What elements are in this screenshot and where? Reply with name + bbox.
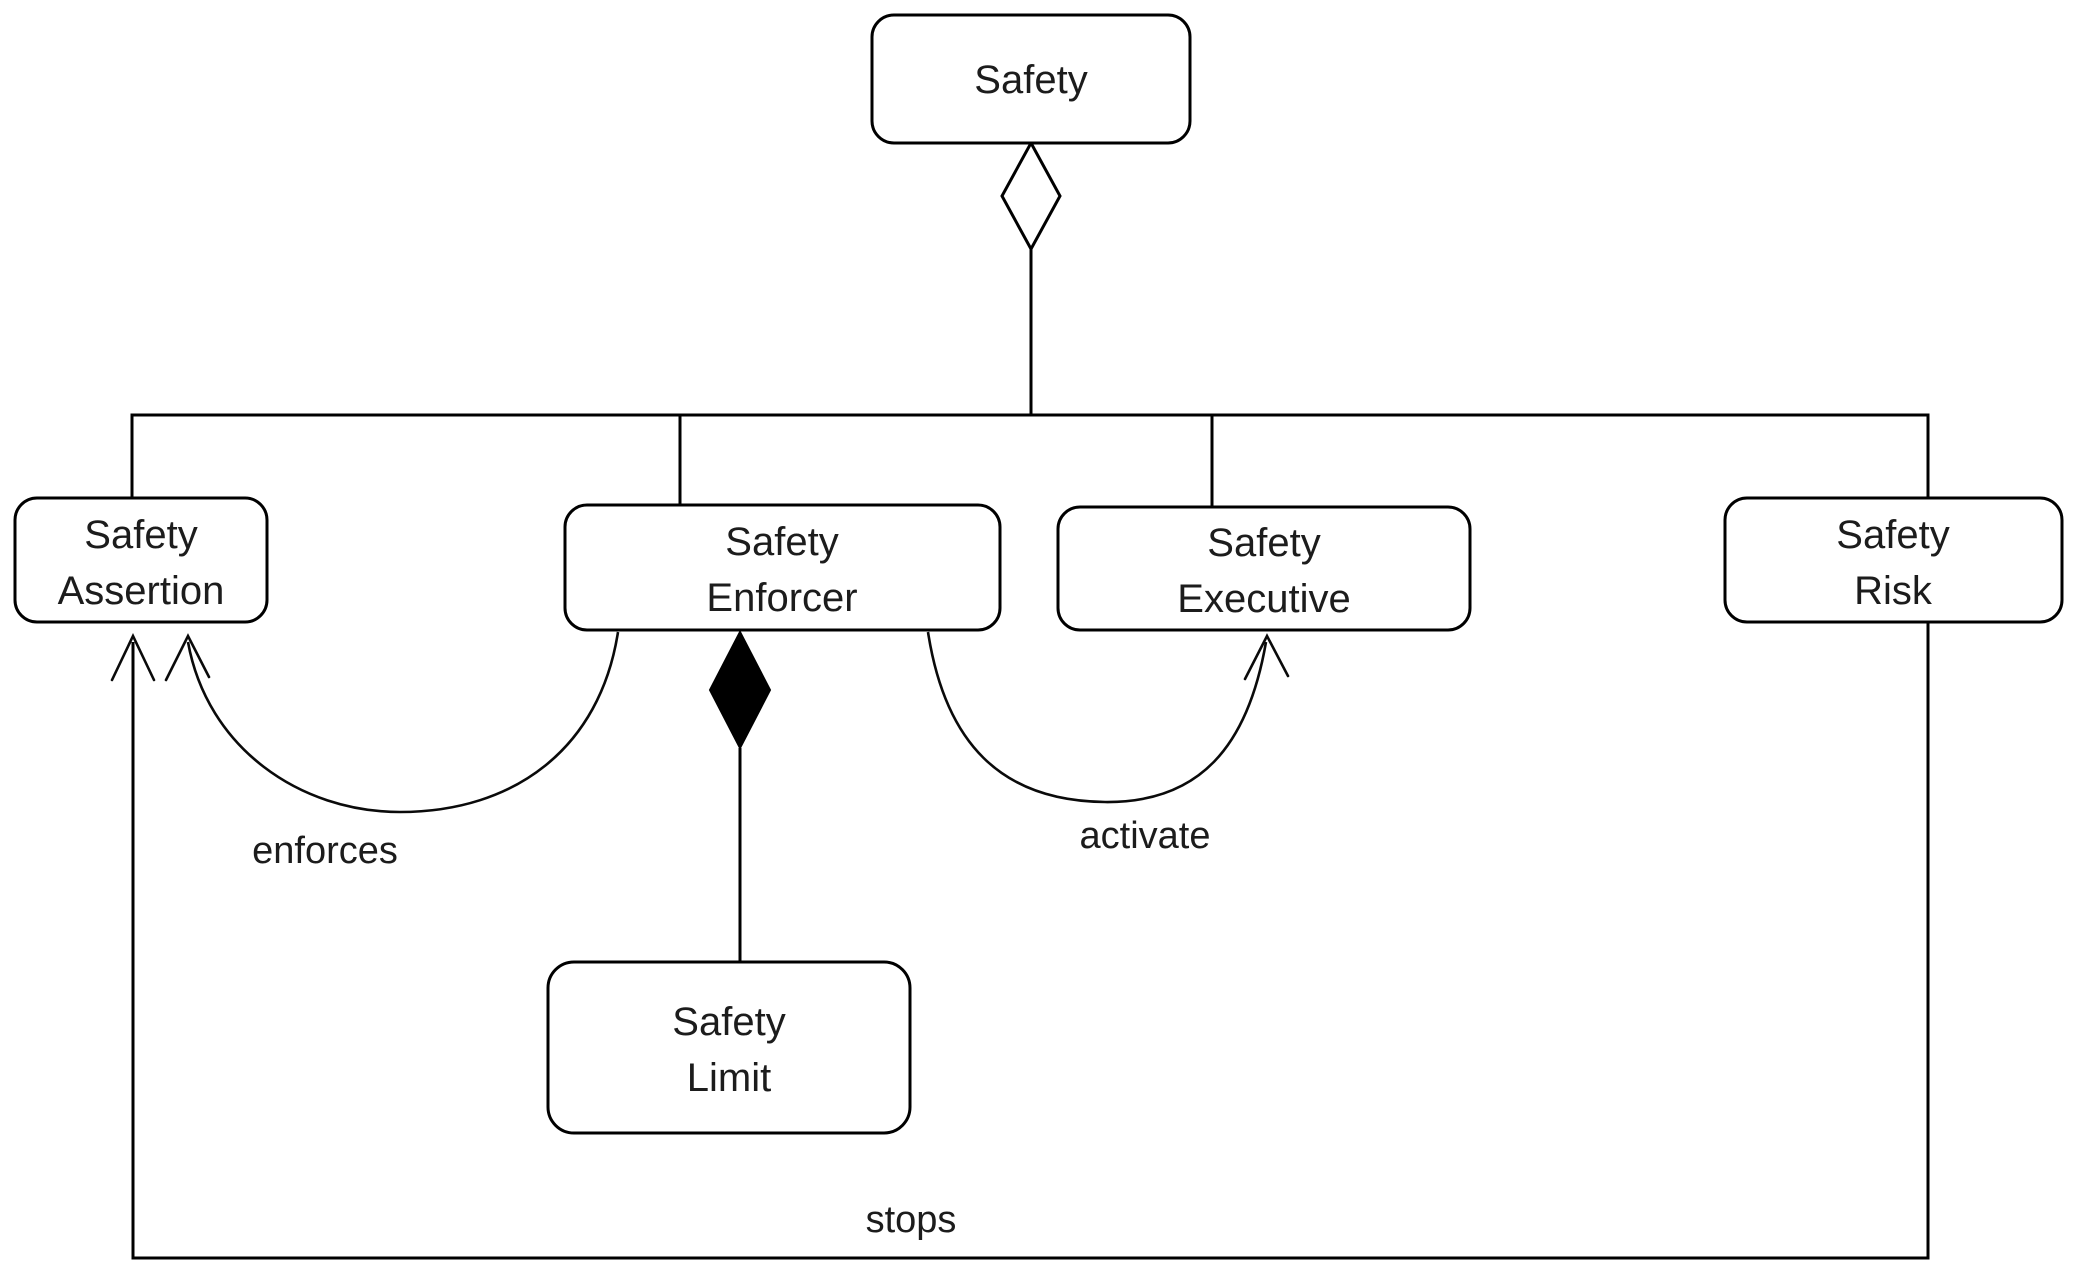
safety-executive-label-line1: Safety bbox=[1207, 521, 1320, 565]
aggregation-diamond-icon bbox=[1000, 139, 1062, 253]
safety-assertion-label-line1: Safety bbox=[84, 513, 197, 557]
enforces-label: enforces bbox=[252, 830, 398, 872]
activate-connector-curve bbox=[926, 631, 1268, 804]
safety-risk-box bbox=[1723, 496, 2064, 624]
safety-label: Safety bbox=[974, 58, 1087, 102]
stops-connector bbox=[110, 622, 1930, 1260]
safety-enforcer-label-line1: Safety bbox=[725, 520, 838, 564]
composition-connector bbox=[708, 629, 772, 962]
safety-limit-label-line2: Limit bbox=[687, 1056, 771, 1100]
stops-label: stops bbox=[866, 1199, 957, 1241]
node-safety-limit: Safety Limit bbox=[546, 960, 912, 1135]
safety-limit-box bbox=[546, 960, 912, 1135]
stops-connector-line bbox=[131, 622, 1930, 1260]
node-safety: Safety bbox=[870, 13, 1192, 145]
activate-arrowhead-icon bbox=[1243, 633, 1290, 681]
composition-diamond-icon bbox=[708, 629, 772, 751]
safety-assertion-box bbox=[13, 496, 269, 624]
enforces-connector-curve bbox=[186, 631, 620, 814]
safety-enforcer-box bbox=[563, 503, 1002, 632]
safety-assertion-label-line2: Assertion bbox=[58, 569, 225, 613]
enforces-connector bbox=[164, 631, 620, 814]
safety-executive-label-line2: Executive bbox=[1177, 577, 1350, 621]
safety-box bbox=[870, 13, 1192, 145]
aggregation-connector bbox=[130, 139, 1930, 507]
enforces-arrowhead-icon bbox=[164, 633, 211, 682]
safety-risk-label-line1: Safety bbox=[1836, 513, 1949, 557]
stops-arrowhead-icon bbox=[110, 632, 156, 682]
safety-limit-label-line1: Safety bbox=[672, 1000, 785, 1044]
node-safety-assertion: Safety Assertion bbox=[13, 496, 269, 624]
node-safety-executive: Safety Executive bbox=[1056, 505, 1472, 632]
node-safety-risk: Safety Risk bbox=[1723, 496, 2064, 624]
aggregation-bus-line bbox=[130, 413, 1930, 498]
activate-connector bbox=[926, 631, 1290, 804]
safety-risk-label-line2: Risk bbox=[1854, 569, 1933, 613]
safety-executive-box bbox=[1056, 505, 1472, 632]
activate-label: activate bbox=[1080, 815, 1211, 857]
node-safety-enforcer: Safety Enforcer bbox=[563, 503, 1002, 632]
safety-enforcer-label-line2: Enforcer bbox=[706, 576, 857, 620]
